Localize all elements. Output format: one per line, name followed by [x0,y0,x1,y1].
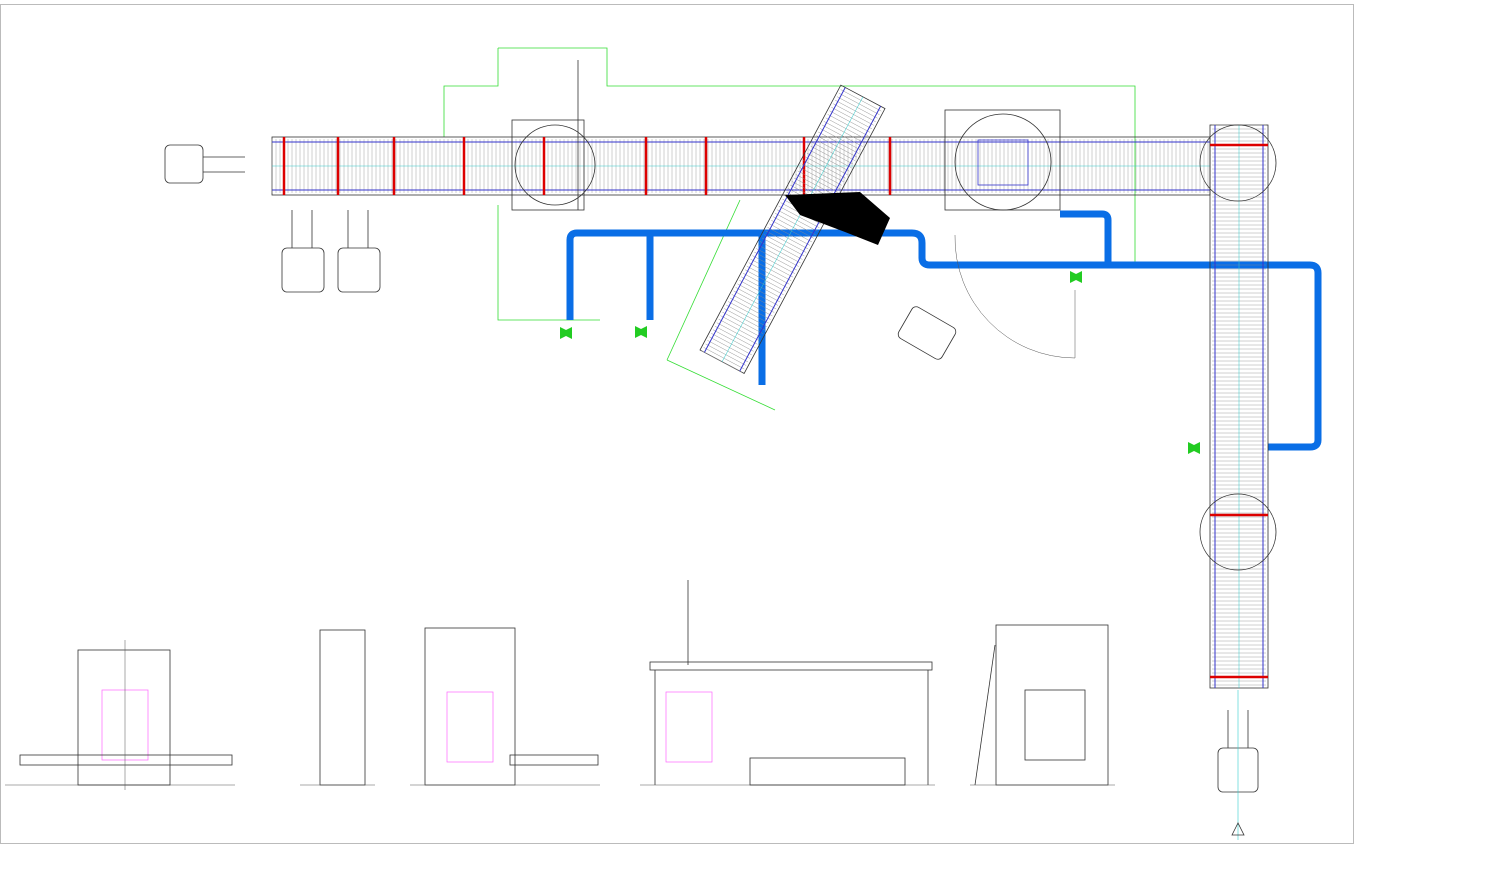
forklift-icons [164,144,1259,840]
turntable-1 [1199,124,1277,202]
elevation-views [5,580,1115,790]
valve-icons [560,271,1200,454]
diagonal-conveyor [699,84,886,375]
conveyor-rail [703,87,846,353]
stretch-wrapper-2 [944,109,1076,359]
roller [701,350,743,373]
stretch-wrapper-1 [511,60,596,211]
conveyor-rail [739,106,882,372]
direction-arrow-black [785,192,890,245]
turntable-2 [1199,493,1277,571]
horizontal-conveyor [271,136,1211,196]
blue-duct [566,210,1322,451]
drawing-border [0,4,1354,844]
safety-fence [443,47,1136,411]
center-line [721,96,864,362]
vertical-conveyor [1209,124,1269,689]
